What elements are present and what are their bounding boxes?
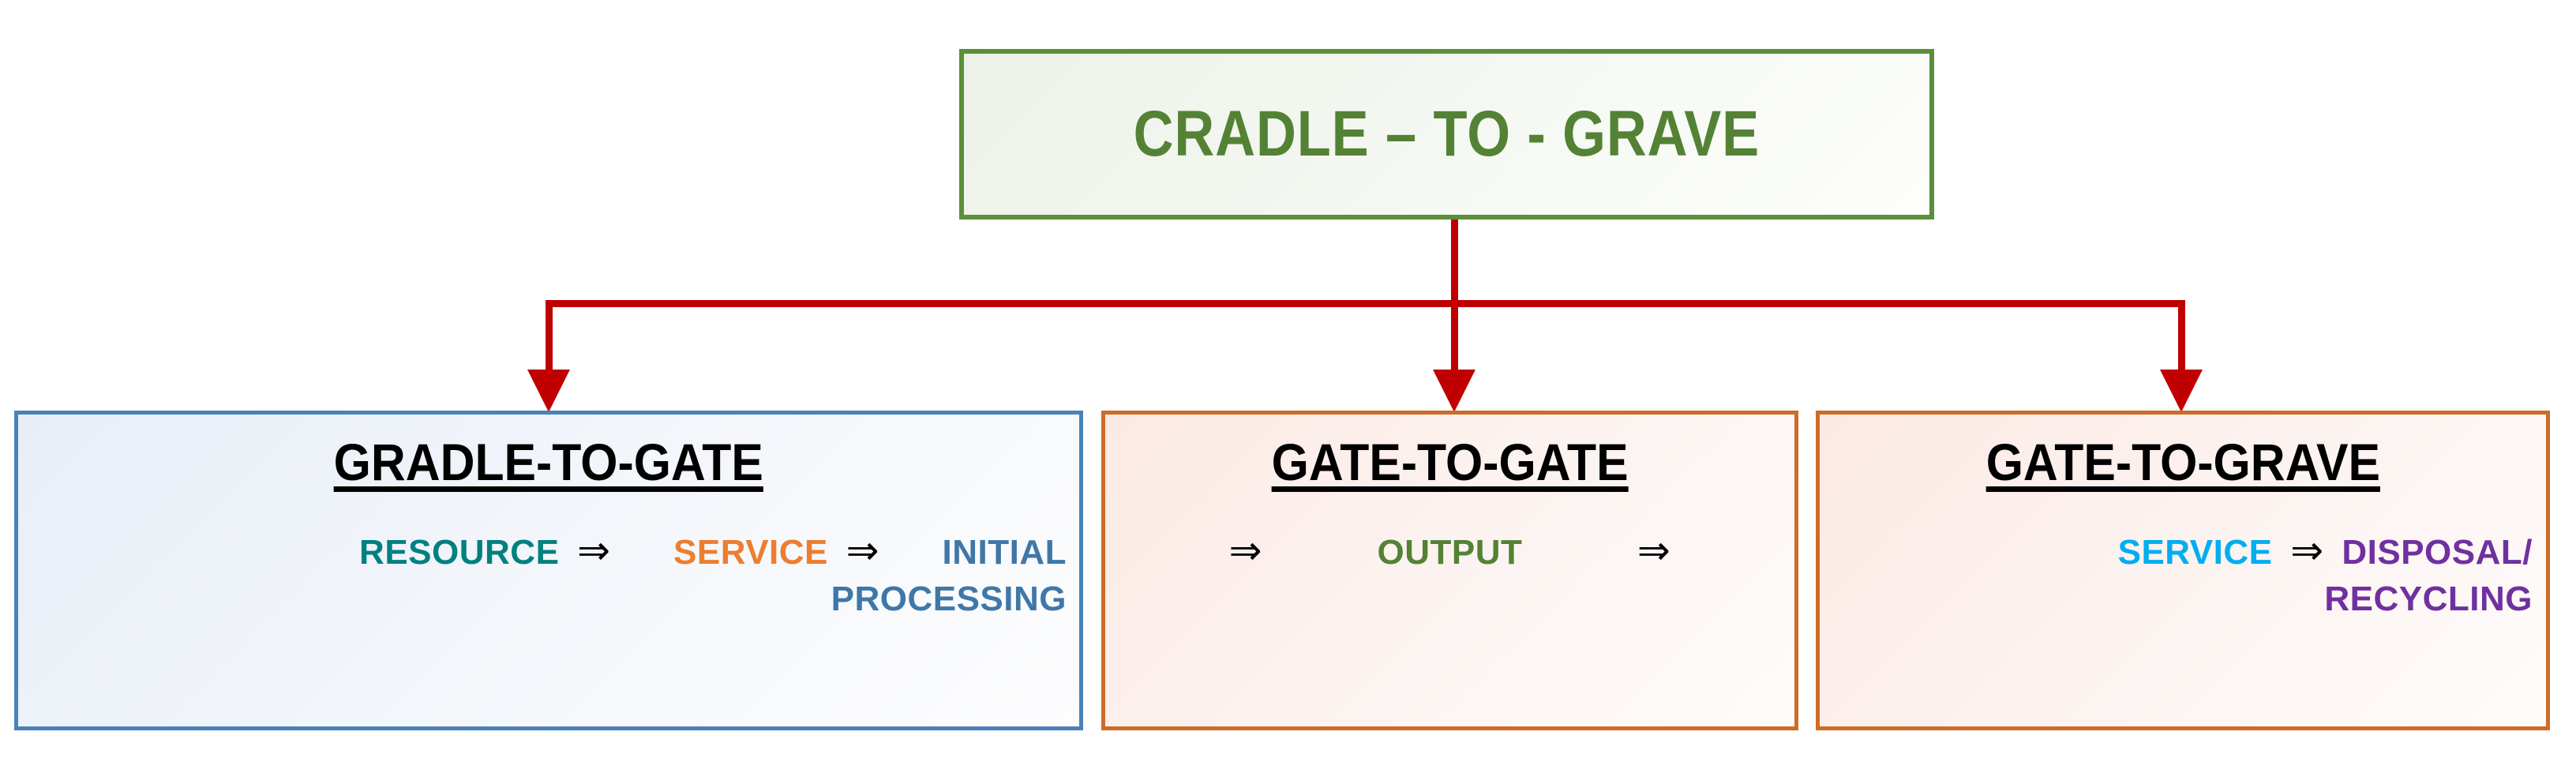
gate-to-gate-heading: GATE-TO-GATE	[1271, 433, 1629, 491]
arrow-down-icon-middle	[1433, 370, 1475, 412]
flow-step-resource: RESOURCE	[359, 532, 560, 572]
flow-step-service: SERVICE	[2117, 532, 2273, 572]
arrow-down-icon-right	[2160, 370, 2203, 412]
flow-step-processing: PROCESSING	[831, 579, 1067, 618]
double-arrow-icon: ⇒	[1228, 527, 1263, 573]
flow-step-service: SERVICE	[673, 532, 828, 572]
double-arrow-icon: ⇒	[577, 527, 611, 573]
connector-branch-middle-vertical	[1451, 304, 1458, 371]
gate-to-grave-box: GATE-TO-GRAVE SERVICE ⇒ DISPOSAL/ RECYCL…	[1816, 411, 2550, 730]
gate-to-gate-box: GATE-TO-GATE ⇒ OUTPUT ⇒	[1101, 411, 1798, 730]
double-arrow-icon: ⇒	[2290, 527, 2324, 573]
cradle-to-gate-flow: RESOURCE ⇒ SERVICE ⇒ INITIAL PROCESSING	[28, 525, 1070, 621]
gate-to-grave-heading: GATE-TO-GRAVE	[1985, 433, 2380, 491]
arrow-down-icon-left	[527, 370, 570, 412]
flow-step-disposal: DISPOSAL/	[2342, 532, 2533, 572]
connector-trunk-vertical	[1451, 220, 1458, 306]
connector-horizontal-bar	[546, 300, 2185, 307]
cradle-to-gate-box: GRADLE-TO-GATE RESOURCE ⇒ SERVICE ⇒ INIT…	[14, 411, 1083, 730]
flow-step-recycling: RECYCLING	[2324, 579, 2533, 618]
cradle-to-grave-title: CRADLE – TO - GRAVE	[1133, 98, 1760, 170]
cradle-to-grave-box: CRADLE – TO - GRAVE	[959, 49, 1934, 220]
connector-branch-right-vertical	[2178, 304, 2185, 371]
double-arrow-icon: ⇒	[1637, 527, 1671, 573]
flow-step-initial: INITIAL	[942, 532, 1067, 572]
gate-to-grave-flow: SERVICE ⇒ DISPOSAL/ RECYCLING	[1828, 525, 2537, 621]
gate-to-gate-flow: ⇒ OUTPUT ⇒	[1116, 525, 1783, 576]
double-arrow-icon: ⇒	[846, 527, 880, 573]
cradle-to-gate-heading: GRADLE-TO-GATE	[333, 433, 764, 491]
connector-branch-left-vertical	[546, 304, 553, 371]
flow-step-output: OUTPUT	[1377, 532, 1523, 572]
